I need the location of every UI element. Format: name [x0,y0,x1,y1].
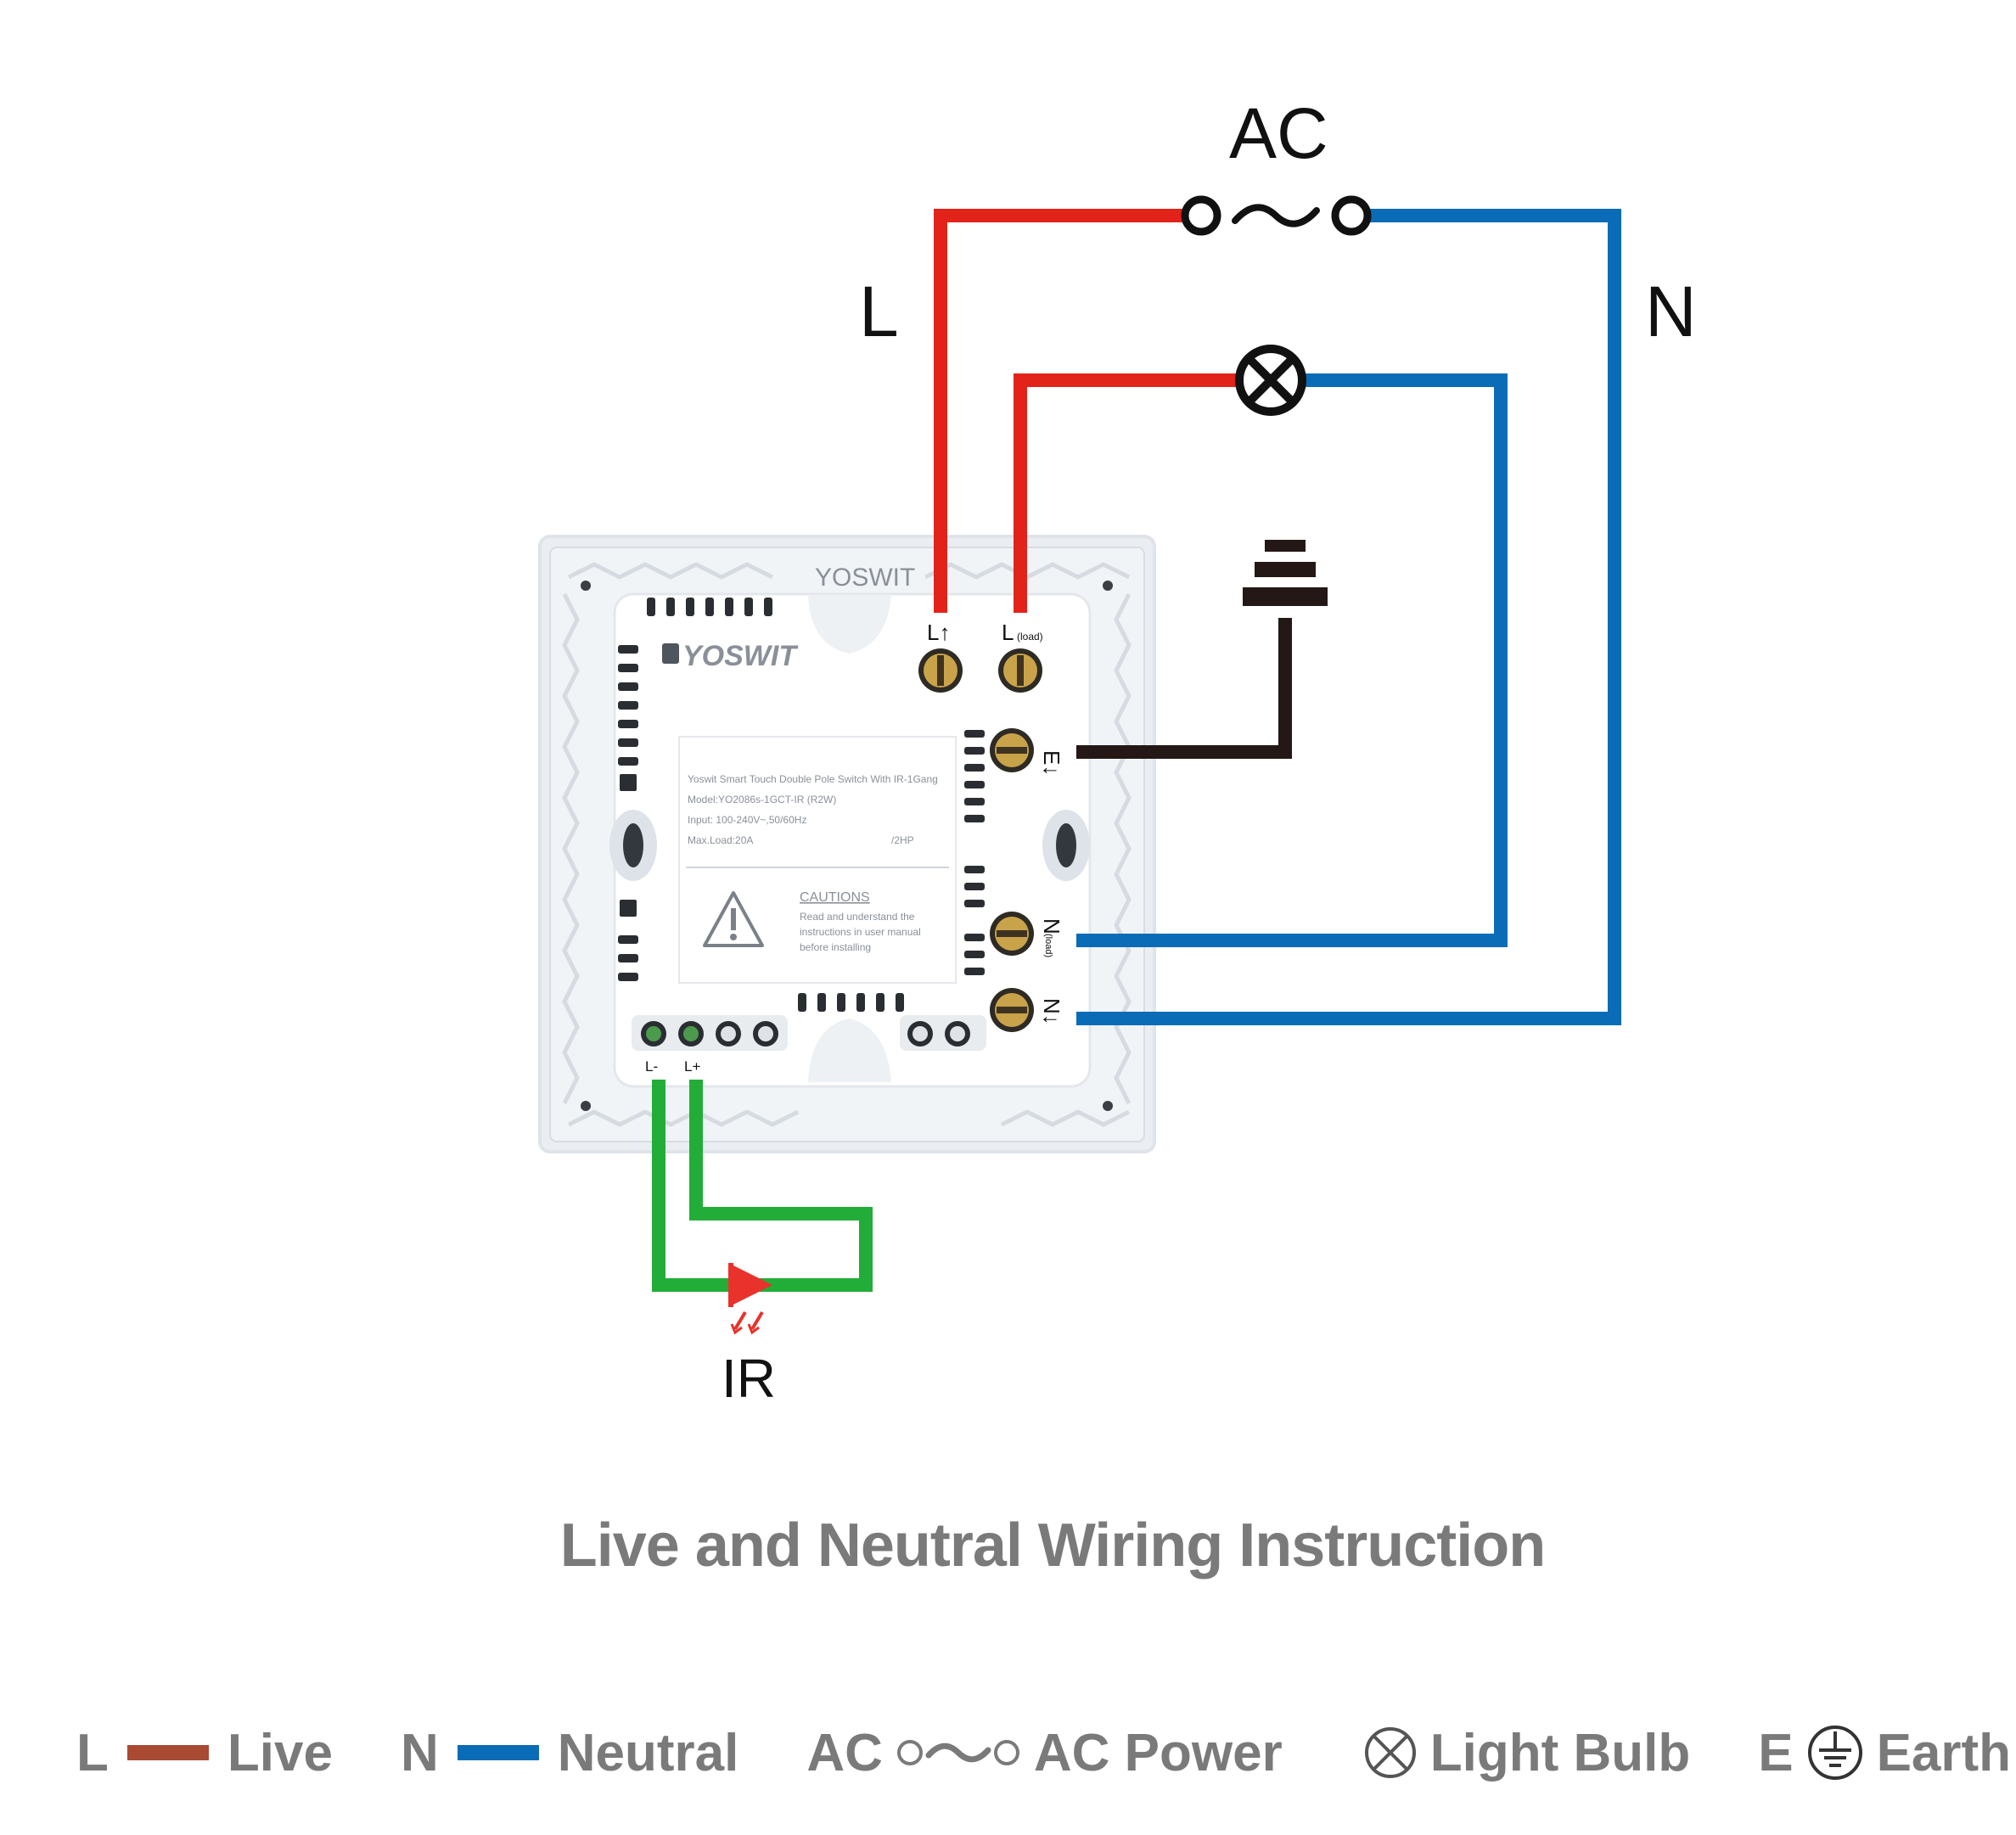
live-swatch [126,1745,209,1760]
legend-bulb: Light Bulb [1351,1723,1690,1783]
live-label: L [859,272,899,351]
ac-label: AC [1229,93,1328,173]
switch-back-panel: YOSWIT [538,535,1156,1153]
panel-cautions-title: CAUTIONS [800,890,870,905]
neutral-label: N [1645,272,1697,351]
terminal-label-ir-minus: L- [645,1058,658,1075]
neutral-swatch [457,1745,539,1760]
wire-ir-minus [652,1080,873,1292]
wire-neutral-load [1076,373,1508,947]
screw-n-load [990,912,1034,956]
terminal-label-n-in: N↓ [1039,998,1064,1025]
legend-live-label: Live [227,1723,333,1782]
light-bulb-icon [1235,345,1306,416]
panel-caution-line-2: instructions in user manual [800,926,921,938]
legend-earth: E Earth [1758,1723,2011,1783]
terminal-label-l-load: L [1002,620,1014,645]
terminal-label-n-load: N [1039,918,1064,934]
panel-caution-line-3: before installing [800,941,871,953]
terminal-screws [918,648,1042,1032]
wire-live-supply [934,209,1201,613]
legend: L Live N Neutral AC AC Power Light Bulb … [76,1689,2011,1816]
wire-earth [1076,618,1292,759]
ir-label: IR [722,1348,776,1409]
screw-earth [990,728,1034,772]
panel-brand: YOSWIT [682,640,799,672]
terminal-label-l-in: L↑ [927,620,950,645]
earth-legend-icon [1807,1726,1862,1780]
legend-live: L Live [76,1723,333,1783]
caution-icon [703,891,764,947]
legend-ac: AC AC Power [806,1723,1282,1783]
terminal-label-l-load-sub: (load) [1017,631,1043,643]
terminal-label-ir-plus: L+ [684,1058,700,1075]
earth-ground-icon [1243,540,1328,606]
ir-led-icon [728,1263,772,1335]
legend-neutral-label: Neutral [557,1723,739,1782]
panel-label-line-1: Yoswit Smart Touch Double Pole Switch Wi… [688,773,938,785]
legend-earth-letter: E [1758,1723,1794,1782]
light-bulb-legend-icon [1364,1727,1416,1778]
legend-ac-letter: AC [806,1723,883,1782]
screw-l-in [918,648,963,693]
panel-label-hp: /2HP [891,834,914,846]
panel-caution-line-1: Read and understand the [800,911,915,923]
panel-label-line-3: Input: 100-240V~,50/60Hz [688,814,806,826]
wire-live-load [1014,373,1244,613]
legend-bulb-label: Light Bulb [1429,1723,1691,1782]
panel-top-brand: YOSWIT [815,564,915,592]
page-title: Live and Neutral Wiring Instruction [559,1512,1546,1580]
legend-earth-label: Earth [1876,1723,2012,1782]
legend-ac-label: AC Power [1033,1723,1283,1782]
screw-n-in [990,988,1034,1032]
ac-power-icon [896,1740,1019,1765]
panel-label-line-4: Max.Load:20A [688,834,753,846]
legend-neutral: N Neutral [401,1723,738,1783]
ac-source-symbol [1181,195,1372,236]
screw-l-load [998,648,1042,693]
terminal-label-earth: E↓ [1039,750,1064,776]
legend-neutral-letter: N [400,1723,439,1782]
terminal-label-n-load-sub: (load) [1043,934,1053,957]
panel-label-line-2: Model:YO2086s-1GCT-IR (R2W) [688,794,836,805]
legend-live-letter: L [76,1723,109,1782]
ir-terminal-block [632,1015,986,1051]
wire-neutral-supply [1076,209,1621,1025]
